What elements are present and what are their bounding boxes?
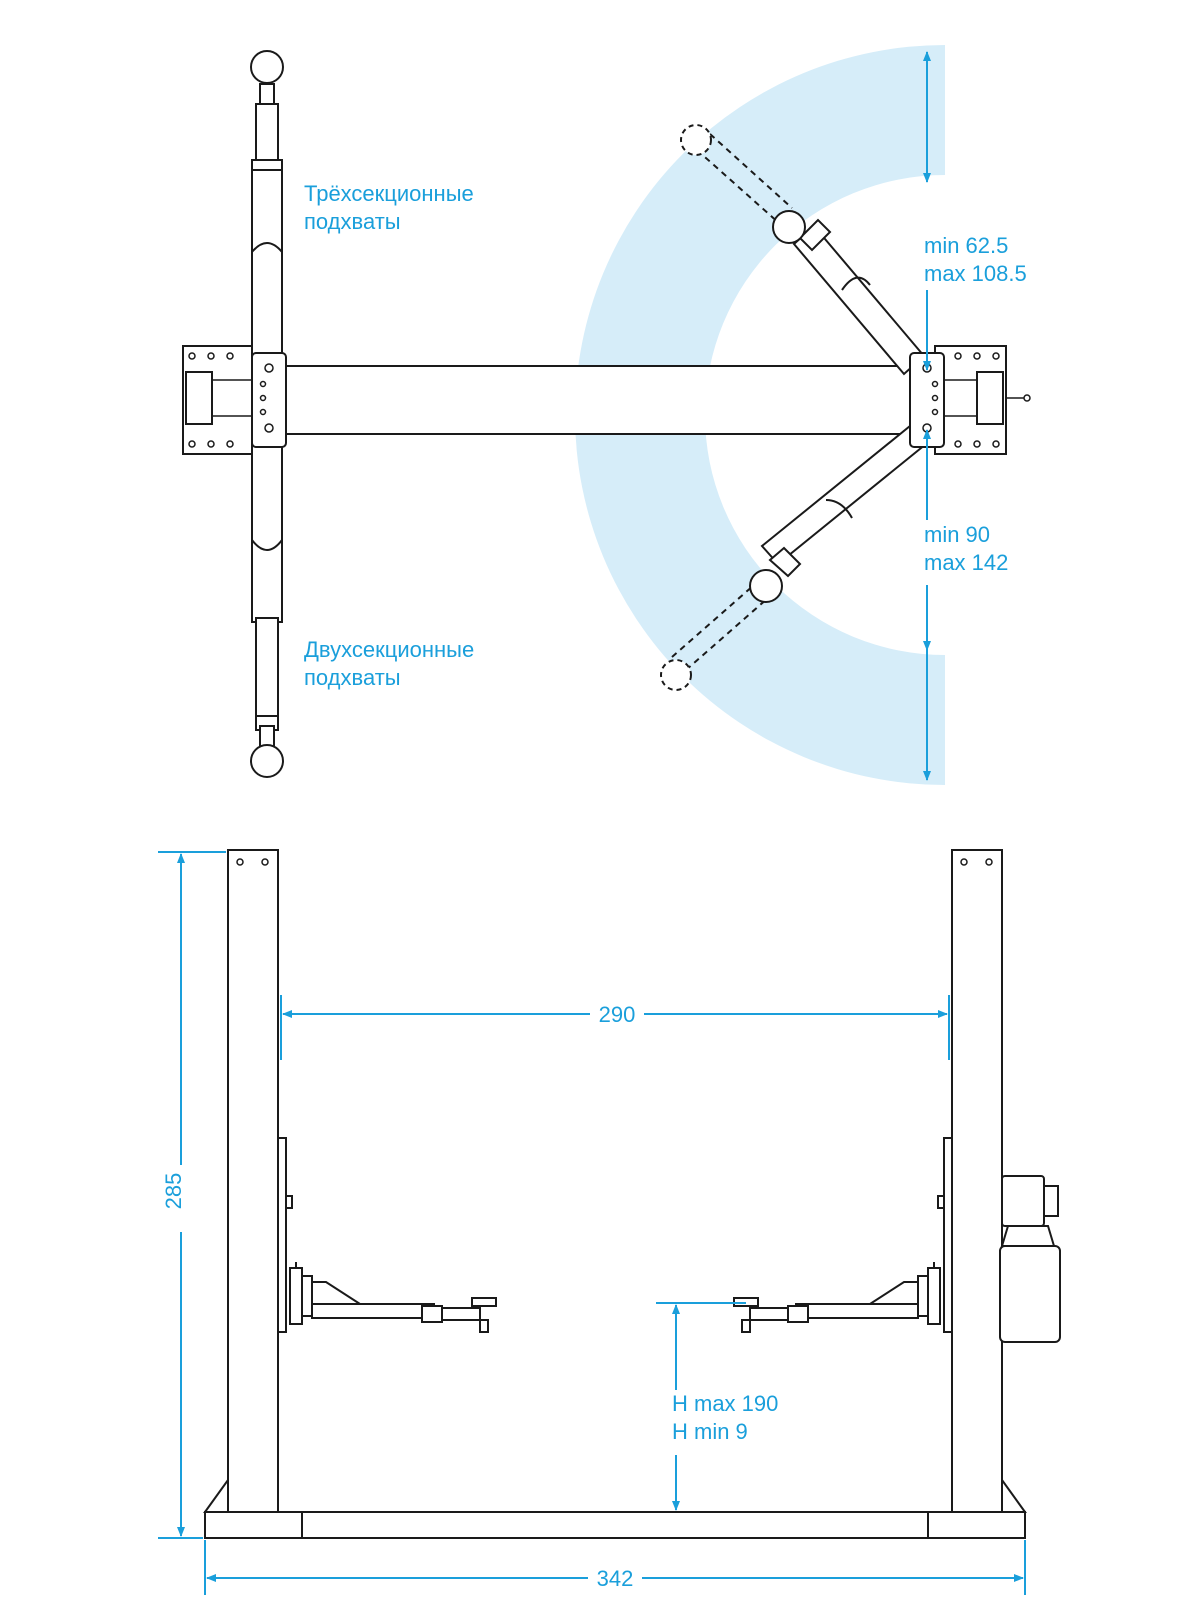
- lower-arm-max-label: max 142: [924, 550, 1008, 575]
- lower-arm-reach-dimension: min 90 max 142: [923, 429, 1008, 781]
- hydraulic-power-unit: [999, 1175, 1061, 1343]
- lift-height-dimension: H max 190 H min 9: [656, 1302, 778, 1511]
- left-lifting-arm: [289, 1262, 497, 1333]
- width-label: 290: [599, 1002, 636, 1027]
- left-upper-arm: [250, 50, 284, 357]
- three-section-label-line2: подхваты: [304, 209, 401, 234]
- arm-swing-area: [575, 45, 945, 785]
- right-upper-arm: [680, 124, 926, 376]
- top-view: Трёхсекционные подхваты Двухсекционные п…: [182, 45, 1031, 785]
- base-width-dimension: 342: [204, 1540, 1026, 1595]
- right-post-plate: [934, 345, 1031, 455]
- left-lower-arm: [250, 443, 284, 778]
- crossbeam: [269, 365, 921, 435]
- left-column: [227, 849, 293, 1513]
- front-view: 290 285 342 H max 190 H min 9: [158, 849, 1061, 1595]
- three-section-label-line1: Трёхсекционные: [304, 181, 474, 206]
- base-plate: [203, 1476, 1027, 1539]
- upper-arm-reach-dimension: min 62.5 max 108.5: [923, 51, 1027, 371]
- two-section-label-line1: Двухсекционные: [304, 637, 474, 662]
- two-section-label-line2: подхваты: [304, 665, 401, 690]
- upper-arm-min-label: min 62.5: [924, 233, 1008, 258]
- base-width-label: 342: [597, 1566, 634, 1591]
- lift-height-min-label: H min 9: [672, 1419, 748, 1444]
- width-dimension: 290: [280, 995, 950, 1060]
- lower-arm-min-label: min 90: [924, 522, 990, 547]
- right-carriage-plate: [909, 352, 945, 448]
- right-column: [937, 849, 1003, 1513]
- height-dimension: 285: [158, 851, 226, 1539]
- upper-arm-max-label: max 108.5: [924, 261, 1027, 286]
- left-post-plate: [182, 345, 255, 455]
- right-lifting-arm: [733, 1262, 941, 1333]
- lift-height-max-label: H max 190: [672, 1391, 778, 1416]
- left-carriage-plate: [251, 352, 287, 448]
- height-label: 285: [161, 1173, 186, 1210]
